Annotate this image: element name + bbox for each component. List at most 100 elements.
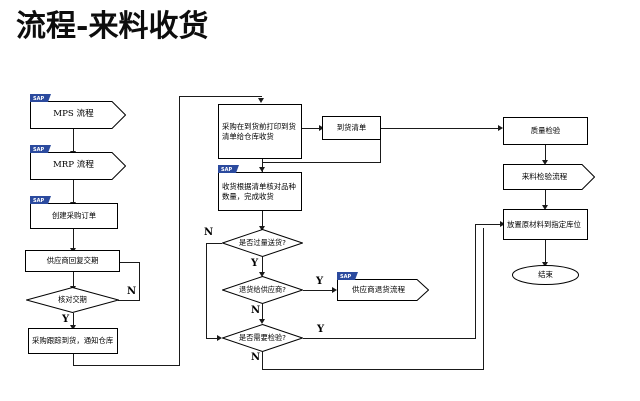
edge-check-date-no-v (139, 262, 140, 301)
arrowhead-receive-to-over-delivery (259, 226, 265, 231)
arrowhead-return-supplier-yes (332, 287, 337, 293)
arrowhead-check-date-yes (70, 325, 76, 330)
edge-print-to-arrival-list (302, 128, 322, 129)
sap-badge-mps: SAP (30, 94, 51, 102)
edge-check-date-yes (73, 313, 74, 327)
edge-need-inspect-no-v (262, 352, 263, 369)
edge-supplier-reply-to-check-date (73, 272, 74, 288)
node-track-arrival[interactable]: 采购跟踪到货，通知仓库 (28, 328, 118, 354)
edge-mid-rail-up (380, 140, 381, 163)
node-create-po-label: 创建采购订单 (51, 211, 97, 221)
edge-create-po-to-supplier-reply (73, 229, 74, 250)
svg-text:SAP: SAP (33, 96, 44, 102)
svg-text:SAP: SAP (340, 274, 351, 280)
node-return-supplier[interactable]: 退货给供应商? (222, 276, 303, 304)
arrowhead-over-delivery-no (217, 335, 222, 341)
edge-track-arrival-right (73, 365, 180, 366)
edge-mps-to-mrp (73, 129, 74, 153)
edge-check-date-no-return (110, 262, 140, 263)
sap-badge-create-po: SAP (30, 196, 51, 204)
node-incoming-inspect-flow[interactable]: 来料检验流程 (503, 164, 595, 190)
node-print-list[interactable]: 采购在到货前打印到货清单给仓库收货 (218, 104, 302, 159)
edge-need-inspect-no-up (483, 228, 484, 370)
node-supplier-reply[interactable]: 供应商回复交期 (25, 250, 120, 272)
edge-over-delivery-yes (262, 257, 263, 275)
sap-badge-receive-check: SAP (218, 165, 239, 173)
node-incoming-inspect-flow-label: 来料检验流程 (521, 172, 568, 182)
edge-need-inspect-no-h (262, 369, 484, 370)
node-need-inspect-label: 是否需要检验? (239, 333, 286, 343)
edge-mid-rail (262, 162, 381, 163)
node-receive-check[interactable]: 收货根据清单核对品种数量，完成收货 (218, 172, 302, 211)
node-supplier-reply-label: 供应商回复交期 (46, 256, 99, 266)
edge-over-delivery-no-to-inspect (206, 338, 220, 339)
node-place-material-label: 放置原材料到指定库位 (507, 219, 581, 229)
edge-print-to-receive (262, 159, 263, 174)
node-need-inspect[interactable]: 是否需要检验? (222, 324, 303, 352)
svg-text:SAP: SAP (33, 147, 44, 153)
edge-label-return-supplier-yes: Y (316, 276, 324, 287)
sap-badge-supplier-return-flow: SAP (337, 272, 358, 280)
edge-over-delivery-no-h (206, 243, 222, 244)
edge-return-supplier-yes (303, 290, 335, 291)
edge-quality-to-incoming-flow (545, 145, 546, 163)
arrowhead-return-supplier-no (259, 319, 265, 324)
node-over-delivery-label: 是否过量送货? (239, 238, 286, 248)
page-title: 流程-来料收货 (16, 9, 209, 44)
edge-check-date-no-h (118, 300, 140, 301)
node-mps-process[interactable]: MPS 流程 (30, 101, 126, 129)
node-quality-inspect-label: 质量检验 (530, 126, 561, 136)
edge-label-over-delivery-yes: Y (251, 258, 259, 269)
node-check-date-label: 核对交期 (58, 295, 87, 305)
node-create-po[interactable]: 创建采购订单 (30, 203, 118, 229)
svg-text:SAP: SAP (33, 198, 44, 204)
node-receive-check-label: 收货根据清单核对品种数量，完成收货 (222, 181, 296, 201)
edge-top-rail-to-print (179, 96, 262, 97)
edge-label-return-supplier-no: N (251, 305, 261, 316)
arrowhead-need-inspect-yes (500, 221, 505, 227)
edge-label-check-date-yes: Y (62, 314, 70, 325)
node-over-delivery[interactable]: 是否过量送货? (222, 229, 303, 257)
edge-arrival-list-right (381, 128, 501, 129)
edge-label-over-delivery-no: N (204, 227, 214, 238)
edge-label-check-date-no: N (127, 286, 137, 297)
edge-receive-to-over-delivery (262, 211, 263, 229)
arrowhead-to-print-list (258, 98, 264, 103)
arrowhead-quality-to-incoming-flow (542, 160, 548, 165)
edge-place-to-end (545, 240, 546, 265)
sap-badge-mrp: SAP (30, 145, 51, 153)
node-end-label: 结束 (538, 270, 553, 280)
svg-text:SAP: SAP (221, 167, 232, 173)
edge-need-inspect-yes-h (303, 338, 476, 339)
node-end[interactable]: 结束 (512, 265, 579, 285)
edge-return-supplier-no (262, 304, 263, 322)
node-print-list-label: 采购在到货前打印到货清单给仓库收货 (222, 121, 296, 141)
arrowhead-print-to-arrival-list (319, 125, 324, 131)
node-place-material[interactable]: 放置原材料到指定库位 (503, 209, 588, 240)
node-return-supplier-label: 退货给供应商? (239, 285, 286, 295)
node-supplier-return-flow-label: 供应商退货流程 (351, 285, 406, 295)
node-mrp-process-label: MRP 流程 (53, 160, 94, 171)
arrowhead-incoming-flow-to-place (542, 205, 548, 210)
edge-label-need-inspect-no: N (251, 352, 261, 363)
edge-track-arrival-down (73, 354, 74, 365)
edge-track-arrival-up (179, 96, 180, 366)
arrowhead-arrival-list-to-quality (498, 125, 503, 131)
node-supplier-return-flow[interactable]: 供应商退货流程 (337, 279, 429, 301)
edge-incoming-flow-to-place (545, 190, 546, 208)
node-track-arrival-label: 采购跟踪到货，通知仓库 (32, 336, 114, 346)
arrowhead-over-delivery-yes (259, 272, 265, 277)
arrowhead-place-to-end (542, 262, 548, 267)
edge-over-delivery-no-v (206, 243, 207, 338)
edge-need-inspect-yes-to-place (475, 224, 503, 225)
node-mrp-process[interactable]: MRP 流程 (30, 152, 126, 180)
node-check-date[interactable]: 核对交期 (26, 287, 119, 313)
edge-need-inspect-yes-v (475, 224, 476, 339)
node-arrival-list[interactable]: 到货清单 (322, 116, 381, 140)
node-quality-inspect[interactable]: 质量检验 (503, 117, 588, 145)
arrowhead-print-to-receive (259, 167, 265, 172)
node-mps-process-label: MPS 流程 (53, 109, 94, 120)
edge-label-need-inspect-yes: Y (317, 324, 325, 335)
